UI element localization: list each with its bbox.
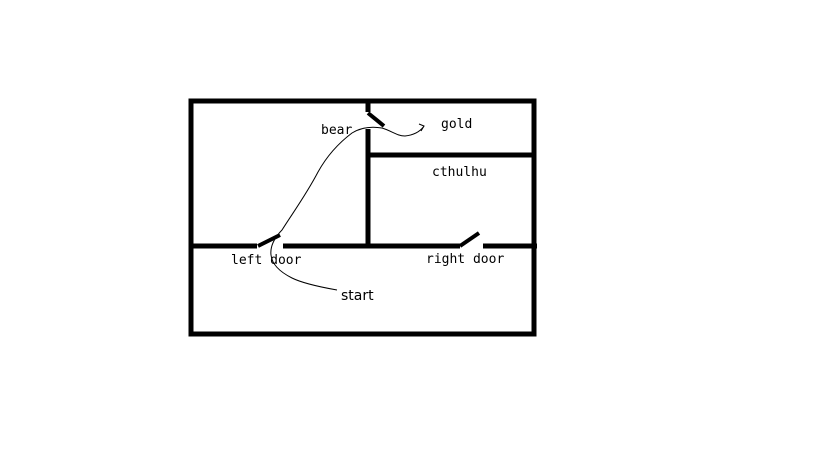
bear-label: bear: [321, 123, 352, 138]
cthulhu-label: cthulhu: [432, 165, 487, 180]
right-door-label: right door: [426, 252, 504, 267]
route-path: [270, 125, 425, 291]
bear-door: [366, 111, 386, 128]
left-door-label: left door: [231, 253, 302, 268]
route-arrowhead: [418, 123, 425, 132]
right-door: [458, 231, 481, 248]
outer-wall: [188, 98, 537, 337]
start-label: start: [341, 288, 374, 304]
gold-label: gold: [441, 117, 472, 132]
